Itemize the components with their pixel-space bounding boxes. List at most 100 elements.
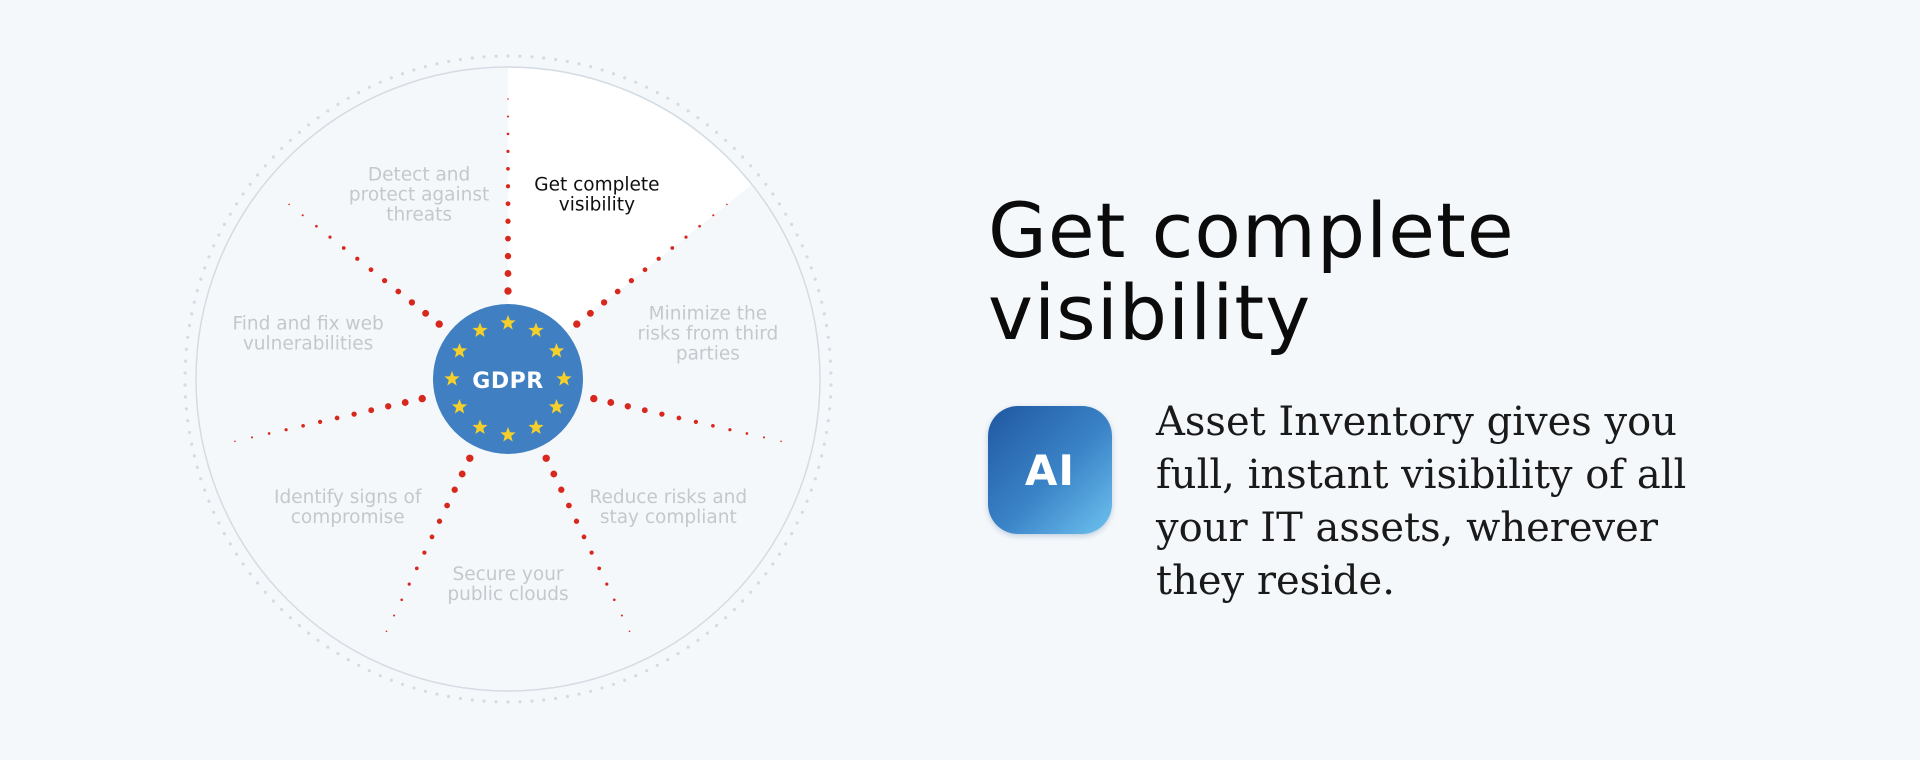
badge-label: AI — [1024, 445, 1076, 495]
segment-label-line: threats — [386, 204, 452, 225]
ray-dot — [355, 256, 360, 261]
ring-dot — [749, 164, 753, 168]
ray-dot — [550, 470, 558, 478]
ring-dot — [212, 510, 216, 514]
eu-star-icon — [500, 427, 516, 442]
ring-dot — [764, 182, 768, 186]
ring-dot — [634, 674, 638, 678]
ring-dot — [222, 532, 226, 536]
ring-dot — [297, 624, 301, 628]
ring-dot — [307, 631, 311, 635]
ring-dot — [192, 300, 196, 304]
eu-star-icon — [548, 343, 565, 358]
ray-dot — [558, 486, 565, 493]
ring-dot — [389, 76, 393, 80]
ring-dot — [705, 123, 710, 127]
ring-dot — [326, 645, 330, 649]
ring-dot — [764, 572, 768, 576]
ring-dot — [494, 54, 498, 58]
ring-dot — [800, 244, 804, 248]
ring-dot — [542, 698, 546, 702]
ring-dot — [207, 255, 211, 259]
segment-label-line: public clouds — [447, 584, 568, 605]
ring-dot — [186, 335, 190, 339]
ray-dot — [407, 582, 411, 586]
detail-title: Get complete visibility — [988, 190, 1868, 354]
ring-dot — [263, 164, 267, 168]
spoke-ray — [542, 454, 631, 633]
inner-ring — [195, 66, 821, 692]
ring-dot — [777, 552, 782, 556]
spoke-ray — [573, 203, 728, 328]
ring-dot — [813, 277, 817, 281]
segment-label-line: Get complete — [534, 174, 659, 195]
ring-dot — [777, 202, 782, 206]
ring-dot — [494, 700, 498, 704]
ring-dot — [199, 477, 203, 481]
ring-dot — [724, 138, 728, 142]
ring-dot — [645, 85, 649, 89]
ring-dot — [389, 678, 393, 682]
ring-dot — [470, 56, 474, 60]
ray-dot — [317, 419, 323, 425]
ring-dot — [412, 68, 416, 72]
ray-dot — [676, 415, 682, 421]
ring-dot — [458, 696, 462, 701]
active-sector-highlight — [508, 68, 752, 379]
ring-dot — [805, 255, 809, 259]
ray-dot — [385, 403, 392, 410]
ring-dot — [666, 658, 670, 662]
ray-dot — [586, 309, 594, 317]
ray-dot — [624, 403, 631, 410]
segment-label-line: compromise — [291, 507, 405, 528]
ray-dot — [436, 518, 443, 524]
ring-dot — [554, 696, 558, 701]
ring-dot — [600, 686, 604, 690]
ray-dot — [628, 630, 631, 633]
ray-dot — [328, 235, 332, 239]
ring-dot — [235, 202, 239, 206]
ring-dot — [271, 599, 275, 603]
ring-dot — [822, 442, 826, 446]
ring-dot — [715, 130, 719, 134]
ring-dot — [412, 686, 416, 690]
ray-dot — [711, 423, 715, 428]
ring-dot — [400, 72, 405, 76]
ray-dot — [234, 440, 236, 443]
ray-dot — [605, 582, 609, 586]
segment-label-line: Minimize the — [649, 303, 767, 324]
ray-dot — [670, 246, 675, 250]
ring-dot — [634, 80, 638, 84]
eu-star-icon — [528, 322, 544, 337]
ring-dot — [813, 477, 817, 481]
eu-star-icon — [451, 343, 468, 358]
ring-dot — [790, 222, 794, 226]
ring-dot — [809, 488, 813, 492]
ray-dot — [506, 115, 510, 118]
ray-dot — [507, 98, 509, 100]
ring-dot — [542, 56, 546, 60]
ring-dot — [577, 62, 581, 66]
ring-dot — [447, 59, 451, 64]
ring-dot — [822, 312, 826, 316]
ring-dot — [518, 54, 522, 58]
ring-dot — [820, 454, 824, 458]
ray-dot — [504, 252, 512, 260]
ray-dot — [435, 320, 443, 328]
ring-dot — [676, 102, 680, 106]
ray-dot — [414, 566, 419, 571]
ring-dot — [771, 562, 775, 566]
ray-dot — [612, 598, 616, 602]
ray-dot — [395, 288, 402, 295]
ray-dot — [762, 436, 766, 439]
ring-dot — [724, 616, 728, 620]
segment-label-line: Secure your — [452, 564, 563, 585]
ring-dot — [228, 542, 232, 546]
ray-dot — [656, 256, 661, 261]
ring-dot — [367, 669, 371, 673]
ring-dot — [826, 419, 830, 423]
